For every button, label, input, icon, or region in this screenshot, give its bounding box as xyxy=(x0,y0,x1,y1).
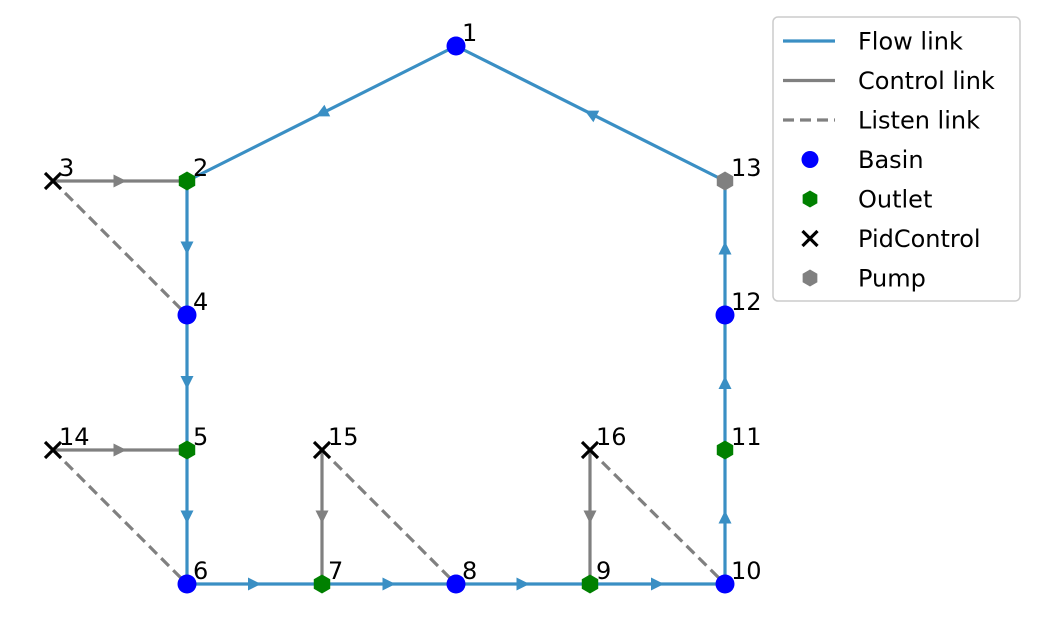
flow-link-6-7-arrow xyxy=(248,577,261,591)
basin-node-8 xyxy=(446,574,466,594)
pidcontrol-node-15 xyxy=(312,440,332,460)
node-label-15: 15 xyxy=(328,423,359,451)
basin-node-4 xyxy=(177,305,197,325)
legend-label-outlet: Outlet xyxy=(858,186,932,214)
node-label-10: 10 xyxy=(731,557,762,585)
legend-label-control: Control link xyxy=(858,67,995,95)
node-label-12: 12 xyxy=(731,288,762,316)
flow-link-10-11-arrow xyxy=(718,510,732,524)
listen-link-14-6 xyxy=(51,448,189,586)
outlet-node-5 xyxy=(178,440,196,460)
legend-frame xyxy=(772,16,1021,302)
outlet-node-11 xyxy=(716,440,734,460)
legend-item-listen: Listen link xyxy=(783,107,980,135)
legend-label-pidcontrol: PidControl xyxy=(858,225,981,253)
node-label-2: 2 xyxy=(193,154,208,182)
legend-item-outlet: Outlet xyxy=(802,186,932,214)
flow-link-9-10-arrow xyxy=(651,577,664,591)
node-label-13: 13 xyxy=(731,154,762,182)
legend-item-flow: Flow link xyxy=(783,28,963,56)
node-label-14: 14 xyxy=(59,423,90,451)
legend-label-listen: Listen link xyxy=(858,107,980,135)
flow-link-13-1-arrow xyxy=(584,110,600,123)
outlet-node-7 xyxy=(313,574,331,594)
flow-link-11-12-arrow xyxy=(718,376,732,389)
node-label-16: 16 xyxy=(596,423,627,451)
basin-node-1 xyxy=(446,36,466,56)
basin-node-10 xyxy=(715,574,735,594)
legend-label-pump: Pump xyxy=(858,265,926,293)
legend-item-pidcontrol: PidControl xyxy=(801,225,981,253)
node-label-9: 9 xyxy=(596,557,611,585)
pidcontrol-node-16 xyxy=(580,440,600,460)
node-label-4: 4 xyxy=(193,288,208,316)
node-label-1: 1 xyxy=(462,19,477,47)
flow-link-2-4-arrow xyxy=(180,241,194,255)
node-label-8: 8 xyxy=(462,557,477,585)
flow-link-4-5-arrow xyxy=(180,376,194,389)
legend-swatch-pump xyxy=(802,269,818,287)
flow-link-7-8-arrow xyxy=(382,577,396,591)
outlet-node-2 xyxy=(178,171,196,191)
node-label-7: 7 xyxy=(328,557,343,585)
node-label-5: 5 xyxy=(193,423,208,451)
flow-link-12-13-arrow xyxy=(718,241,732,255)
legend-swatch-outlet xyxy=(802,190,818,208)
control-link-16-9-arrow xyxy=(583,510,597,524)
flow-link-5-6-arrow xyxy=(180,510,194,524)
pump-node-13 xyxy=(716,171,734,191)
legend-label-flow: Flow link xyxy=(858,28,963,56)
listen-link-15-8 xyxy=(320,448,458,586)
basin-node-6 xyxy=(177,574,197,594)
node-label-6: 6 xyxy=(193,557,208,585)
legend-item-control: Control link xyxy=(783,67,995,95)
control-link-3-2-arrow xyxy=(113,174,127,188)
legend-item-basin: Basin xyxy=(801,146,924,174)
basin-node-12 xyxy=(715,305,735,325)
listen-link-3-4 xyxy=(51,179,189,317)
outlet-node-9 xyxy=(581,574,599,594)
edges-layer xyxy=(51,44,732,591)
listen-link-16-10 xyxy=(588,448,727,586)
pidcontrol-node-3 xyxy=(43,171,63,191)
legend-item-pump: Pump xyxy=(802,265,926,293)
node-label-11: 11 xyxy=(731,423,762,451)
legend-swatch-pidcontrol xyxy=(801,229,819,248)
control-link-14-5-arrow xyxy=(113,443,127,457)
nodes-layer xyxy=(43,36,735,594)
control-link-15-7-arrow xyxy=(315,510,329,524)
legend-label-basin: Basin xyxy=(858,146,924,174)
legend-swatch-basin xyxy=(801,151,819,168)
pidcontrol-node-14 xyxy=(43,440,63,460)
flow-link-1-2-arrow xyxy=(315,104,331,117)
flow-link-8-9-arrow xyxy=(516,577,530,591)
node-label-3: 3 xyxy=(59,154,74,182)
